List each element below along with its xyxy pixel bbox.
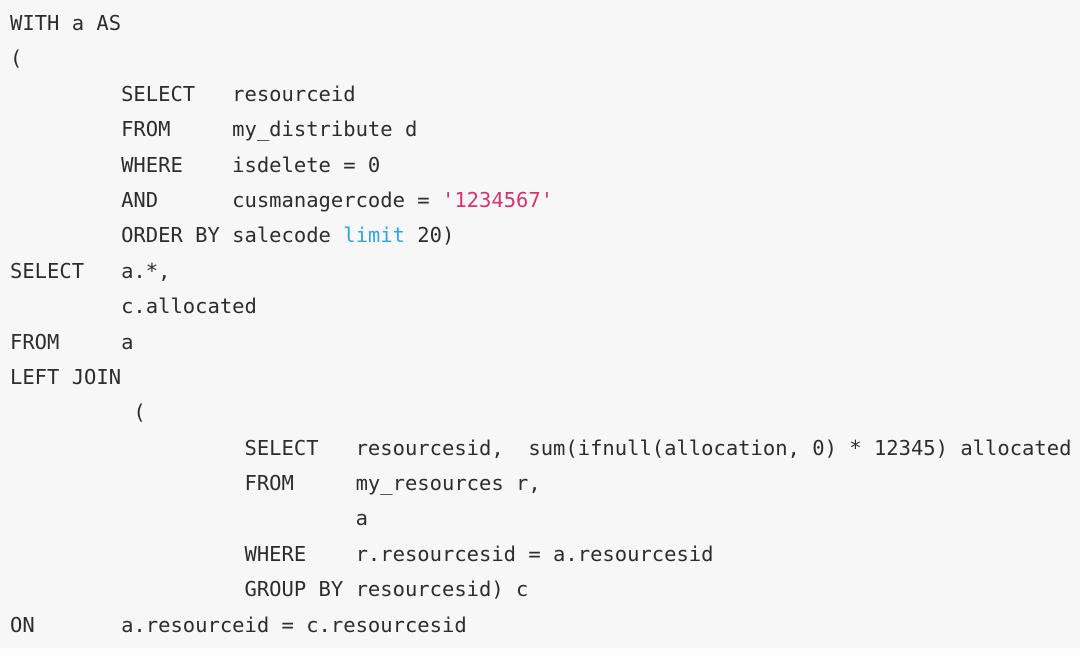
code-token: SELECT resourcesid, sum(ifnull(allocatio… <box>10 435 1072 460</box>
code-token: SELECT a.*, <box>10 258 171 283</box>
code-line: LEFT JOIN <box>0 360 1071 395</box>
code-line: ( <box>0 395 1071 430</box>
code-token: FROM a <box>10 329 134 354</box>
code-line: SELECT resourceid <box>0 77 1071 112</box>
code-line: a <box>0 501 1071 536</box>
code-line: WHERE isdelete = 0 <box>0 148 1071 183</box>
code-line: GROUP BY resourcesid) c <box>0 572 1071 607</box>
code-line: FROM a <box>0 325 1071 360</box>
code-token: limit <box>343 223 405 248</box>
code-line: ( <box>0 41 1071 76</box>
code-token: WITH a AS <box>10 11 122 35</box>
code-token: GROUP BY resourcesid) c <box>10 577 529 602</box>
code-token: ( <box>10 46 23 71</box>
code-line: WITH a AS <box>0 6 1071 41</box>
code-token: ( <box>10 400 146 425</box>
code-line: ON a.resourceid = c.resourcesid <box>0 608 1071 643</box>
code-token: ON a.resourceid = c.resourcesid <box>10 612 467 637</box>
code-token: ORDER BY salecode <box>10 223 344 248</box>
code-line: SELECT resourcesid, sum(ifnull(allocatio… <box>0 431 1071 466</box>
code-line: WHERE r.resourcesid = a.resourcesid <box>0 537 1071 572</box>
code-token: AND cusmanagercode = <box>10 187 442 212</box>
code-line: SELECT a.*, <box>0 254 1071 289</box>
code-token: FROM my_resources r, <box>10 471 541 496</box>
code-token: SELECT resourceid <box>10 81 356 106</box>
code-token: c.allocated <box>10 294 257 319</box>
code-token: FROM my_distribute d <box>10 117 418 142</box>
sql-code-block[interactable]: WITH a AS ( SELECT resourceid FROM my_dis… <box>0 0 1071 643</box>
code-line: AND cusmanagercode = '1234567' <box>0 183 1071 218</box>
code-token: '1234567' <box>441 187 554 212</box>
code-token: 20) <box>404 223 455 248</box>
code-token: WHERE r.resourcesid = a.resourcesid <box>10 541 714 566</box>
code-line: c.allocated <box>0 289 1071 324</box>
bottom-edge-divider <box>0 648 1080 656</box>
code-token: a <box>10 506 368 531</box>
code-token: WHERE isdelete = 0 <box>10 152 381 177</box>
code-line: ORDER BY salecode limit 20) <box>0 218 1071 253</box>
code-line: FROM my_resources r, <box>0 466 1071 501</box>
code-token: LEFT JOIN <box>10 364 122 389</box>
code-line: FROM my_distribute d <box>0 112 1071 147</box>
